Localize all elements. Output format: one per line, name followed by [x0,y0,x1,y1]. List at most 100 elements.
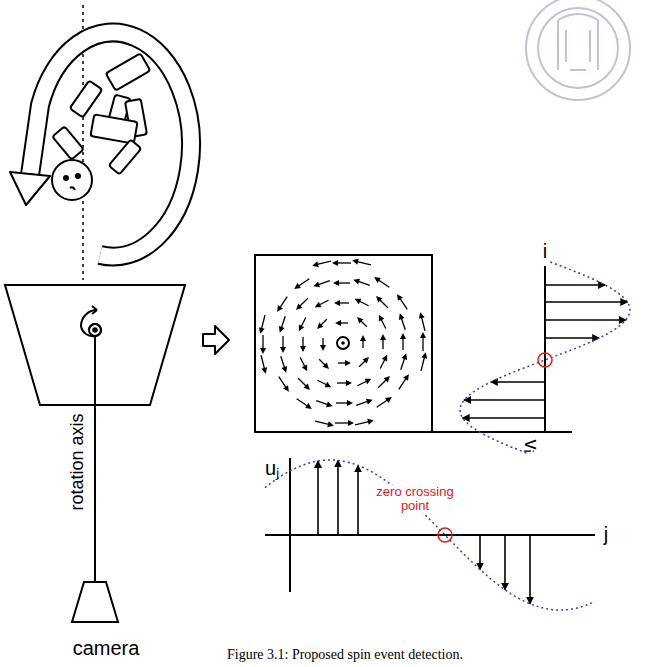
u-axis [289,458,291,592]
flow-arrow-head [374,277,381,283]
flow-arrow-head [421,352,427,359]
flow-arrow-head [283,385,289,392]
flow-arrow-head [353,279,360,285]
flow-arrow-head [380,334,386,340]
vector-arrow [479,535,481,570]
flow-arrow-head [401,353,407,360]
flow-arrow [203,326,229,354]
flow-arrow-head [376,296,382,302]
vector-arrow [464,399,545,401]
flow-arrow-head [259,327,265,334]
vector-arrow [504,535,506,590]
flow-field [259,259,427,427]
flow-arrow-head [385,397,392,403]
flow-arrow-head [384,376,390,382]
axis-label: rotation axis [68,413,88,510]
u-sine-curve [265,460,595,610]
flow-arrow-head [302,365,307,372]
vector-arrow [545,301,627,303]
axis-name: j [604,523,608,545]
flow-arrow-head [399,313,405,320]
flow-arrow-head [367,419,374,425]
flow-arrow-head [379,315,384,322]
flow-arrow-head [315,302,322,307]
flow-arrow-head [280,347,286,353]
flow-arrow-head [304,384,310,390]
flow-arrow-head [403,374,409,381]
vector-arrow [545,337,599,339]
flow-arrow-head [326,401,333,407]
figure-caption: Figure 3.1: Proposed spin event detectio… [227,647,463,662]
flow-arrow-head [325,382,332,387]
flow-arrow-head [323,363,329,369]
flow-arrow-head [320,345,326,351]
flow-arrow-head [357,317,363,323]
i-axis [544,266,546,432]
camera-icon [72,582,118,622]
flow-arrow-head [345,360,351,366]
flow-arrow-head [366,399,373,405]
zero-crossing-note: zero crossing point [365,485,465,514]
flow-arrow-head [299,325,304,332]
flow-arrow-head [300,346,306,352]
rotation-axis-line [94,336,96,582]
flow-arrow-head [355,299,362,304]
axis-name: i [543,240,547,262]
vector-arrow [463,417,545,419]
flow-arrow-head [365,379,372,384]
flow-arrow-head [296,304,302,310]
flow-arrow-head [400,333,406,339]
flow-arrow-head [348,420,354,426]
flow-arrow-head [332,260,338,266]
flow-arrow-head [346,380,352,386]
flow-arrow-head [305,403,312,409]
flow-arrow-head [281,366,287,373]
flow-arrow-head [312,261,319,267]
vector-arrow [545,284,605,286]
vector-arrow [491,381,545,383]
camera-label: camera [73,637,140,659]
person-figure [52,53,150,200]
axis-name: vᵢ [521,439,543,452]
zero-crossing-marker [438,528,452,542]
flow-arrow-head [334,300,340,306]
flow-arrow-head [397,294,403,301]
flow-arrow-head [277,305,283,312]
flow-arrow-head [419,312,425,319]
vector-arrow [317,461,319,535]
vector-arrow [529,535,531,604]
flow-arrow-head [347,400,353,406]
vector-arrow [545,319,626,321]
flow-arrow-head [363,357,369,363]
axis-name: uⱼ [265,457,279,479]
flow-arrow-head [294,283,301,289]
zero-crossing-marker [538,353,552,367]
seal-watermark [526,0,630,100]
v-sine-curve [460,262,630,454]
center-dot [341,341,345,345]
rotation-arrow [10,33,191,257]
flow-arrow-head [352,259,359,265]
flow-arrow-head [260,348,266,354]
flow-arrow-head [327,421,334,427]
v-profile [463,285,628,418]
spin-symbol [81,306,101,336]
vector-arrow [337,460,339,535]
flow-arrow-head [279,326,285,333]
center-mark [337,337,349,349]
flow-arrow-head [360,335,366,341]
j-axis [265,534,595,536]
flow-arrow-head [261,367,267,374]
flow-arrow-head [335,320,341,326]
flow-frame [255,255,432,432]
u-profile [318,460,530,603]
flow-arrow-head [420,332,426,338]
flow-arrow-head [313,281,320,287]
flow-arrow-head [382,355,387,362]
flow-arrow-head [317,323,323,329]
flow-arrow-head [333,280,339,286]
v-axis [432,431,572,433]
vector-arrow [357,465,359,535]
